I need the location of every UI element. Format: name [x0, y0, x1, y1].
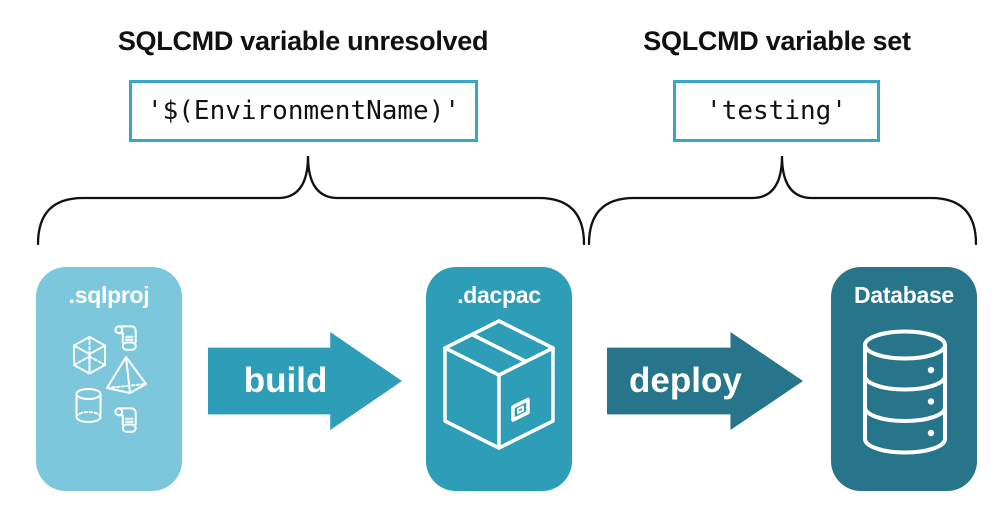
node-database: Database: [831, 267, 977, 491]
code-text-set: 'testing': [706, 96, 847, 126]
node-sqlproj: .sqlproj: [36, 267, 182, 491]
brace-group: [36, 155, 978, 246]
node-database-label: Database: [854, 282, 954, 308]
sql-objects-icons: [73, 325, 147, 433]
node-dacpac: .dacpac: [426, 267, 572, 491]
left-brace: [36, 155, 586, 246]
right-arrow-icon: [607, 332, 803, 430]
script-scroll-icon: [114, 407, 137, 433]
code-box-set: 'testing': [673, 80, 880, 142]
deploy-arrow-label: deploy: [629, 361, 742, 400]
build-arrow-label: build: [243, 361, 328, 400]
right-arrow-icon: [208, 332, 402, 430]
database-icon: [863, 329, 947, 455]
heading-set: SQLCMD variable set: [643, 26, 911, 56]
code-text-unresolved: '$(EnvironmentName)': [146, 96, 461, 126]
cube-icon: [73, 336, 106, 375]
code-box-unresolved: '$(EnvironmentName)': [129, 80, 478, 142]
pyramid-icon: [106, 356, 147, 394]
cylinder-icon: [75, 388, 102, 423]
node-dacpac-label: .dacpac: [457, 282, 541, 308]
deploy-arrow: deploy: [607, 332, 803, 430]
right-brace: [587, 155, 978, 246]
node-sqlproj-label: .sqlproj: [68, 282, 150, 308]
build-arrow: build: [208, 332, 402, 430]
package-box-icon: [443, 319, 555, 450]
heading-unresolved: SQLCMD variable unresolved: [117, 26, 489, 56]
script-scroll-icon: [114, 325, 137, 351]
